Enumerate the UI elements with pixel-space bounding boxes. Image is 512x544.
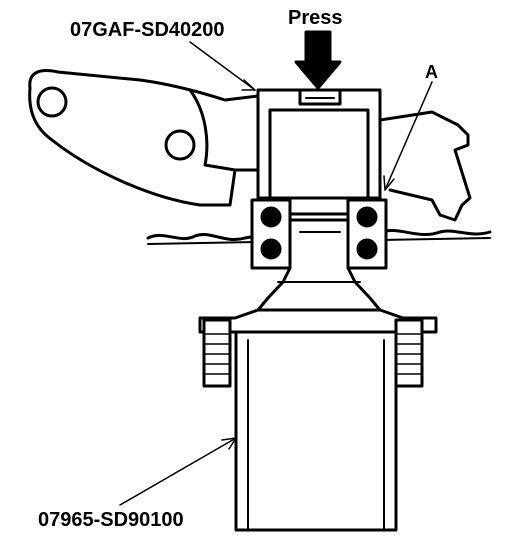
wheel-stud-right	[394, 318, 424, 388]
callout-label-a: A	[425, 62, 438, 82]
press-label: Press	[288, 7, 343, 29]
press-arrow	[294, 30, 342, 90]
knuckle-right	[378, 110, 472, 222]
knuckle-hole-2	[164, 129, 196, 161]
knuckle-hole-1	[36, 86, 68, 118]
knuckle-arm	[28, 69, 260, 207]
tool-label-top: 07GAF-SD40200	[70, 19, 225, 41]
splash-shield-right	[378, 229, 492, 237]
knuckle-inner-curve	[188, 88, 237, 172]
wheel-stud-left	[202, 318, 232, 388]
tool-label-bottom: 07965-SD90100	[38, 509, 184, 531]
leader-tool-top	[189, 41, 256, 91]
leader-tool-bottom	[119, 437, 237, 506]
splash-shield-left	[146, 233, 258, 241]
leader-a	[384, 81, 433, 191]
support-tube	[234, 330, 398, 532]
press-tool-cup-inner	[268, 108, 370, 200]
